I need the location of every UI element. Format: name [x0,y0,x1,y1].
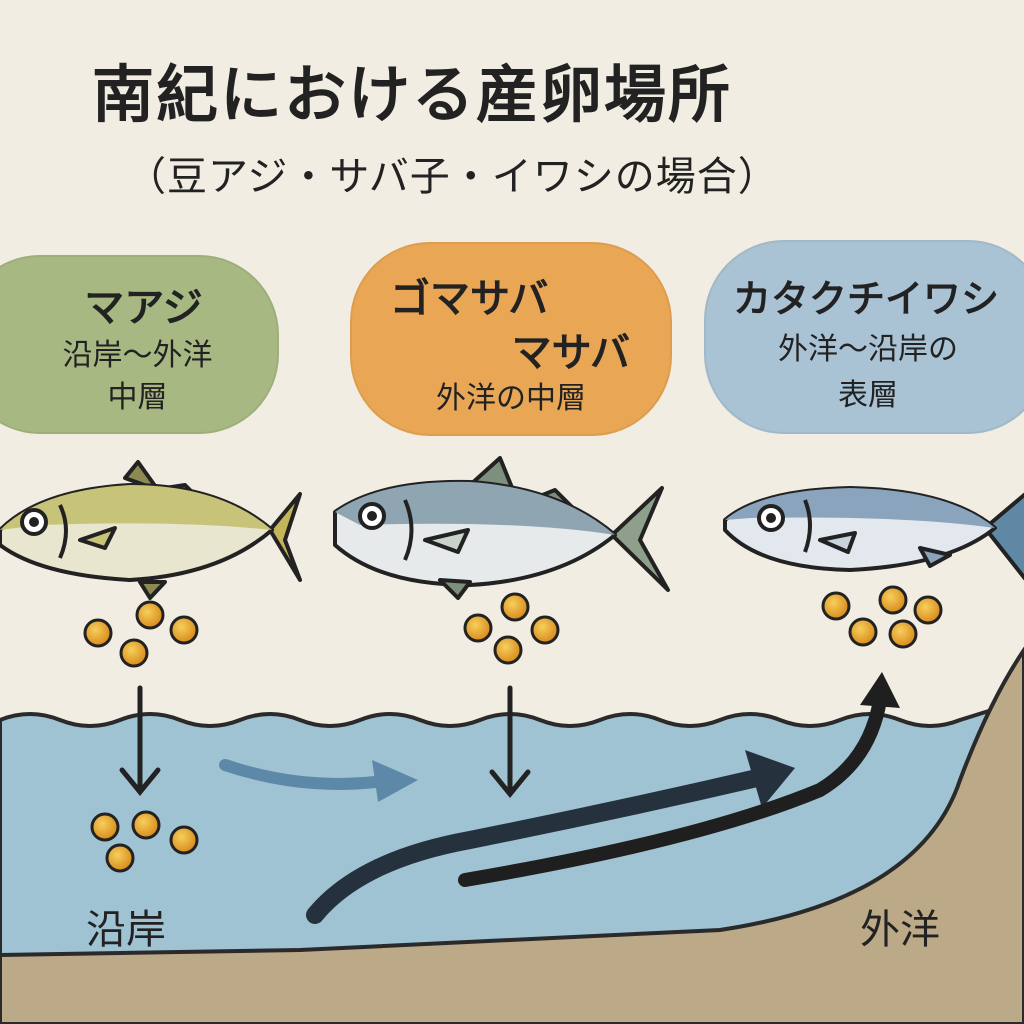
jack-mackerel-fish [0,460,302,600]
species-card-jack-mackerel: マアジ 沿岸〜外洋 中層 [0,255,279,434]
anchovy-fish [723,486,1024,581]
eggs-anchovy [821,585,943,649]
mackerel-fish [333,456,670,600]
page-title: 南紀における産卵場所 [92,58,733,131]
label-coast: 沿岸 [86,907,166,953]
current-arrow-dark [306,766,779,924]
species-card-mackerel: ゴマサバ マサバ 外洋の中層 [350,242,672,436]
down-arrow-2 [489,685,531,798]
species-name: ゴマサバ [390,276,549,322]
species-name: マアジ [84,285,203,331]
eggs-coastal [90,810,199,873]
species-habitat: 外洋の中層 [436,381,586,416]
label-open-ocean: 外洋 [860,907,940,953]
current-arrowhead-light [372,760,418,802]
species-card-anchovy: カタクチイワシ 外洋〜沿岸の 表層 [704,240,1024,434]
page-subtitle: （豆アジ・サバ子・イワシの場合） [126,154,779,200]
species-layer: 表層 [838,378,898,413]
current-arrow-light [219,759,381,790]
seabed [0,646,1024,1024]
species-name: カタクチイワシ [732,277,999,321]
current-arrowhead-dark [745,750,795,808]
upwelling-arrowhead [860,672,900,708]
down-arrow-1 [119,685,161,796]
eggs-mackerel [463,592,560,665]
species-layer: 中層 [107,380,168,415]
species-name-2: マサバ [511,330,630,376]
species-habitat: 沿岸〜外洋 [62,338,213,373]
eggs-jack-mackerel [83,600,199,668]
upwelling-arrow [458,693,887,887]
species-habitat: 外洋〜沿岸の [778,332,958,367]
